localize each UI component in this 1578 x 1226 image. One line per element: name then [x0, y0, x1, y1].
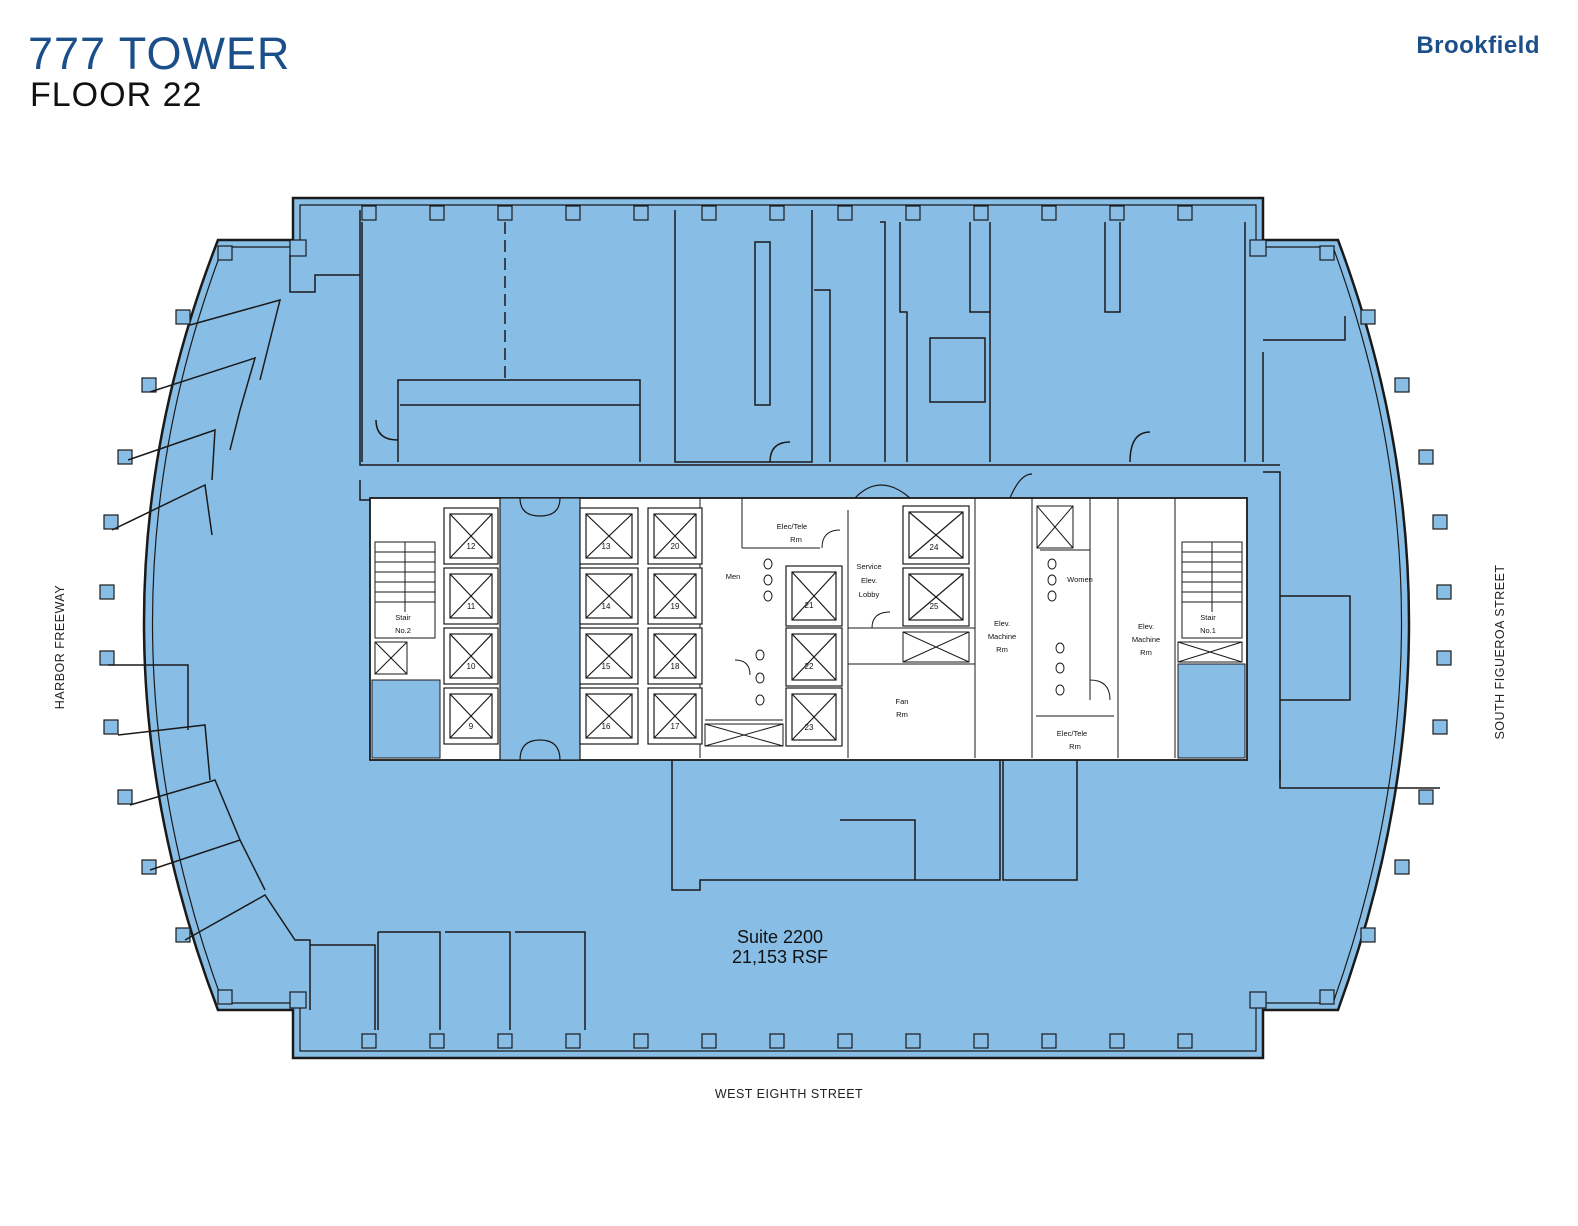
- stair-1-label: Stair: [1200, 613, 1216, 622]
- elevator-20: [647, 507, 703, 565]
- elevator-14: [579, 567, 639, 625]
- elevator-label: 21: [805, 601, 814, 610]
- page-title: 777 TOWER: [28, 28, 291, 79]
- street-label-east: SOUTH FIGUEROA STREET: [1493, 564, 1507, 740]
- elevator-label: 10: [467, 662, 476, 671]
- elec-tele-label: Elec/Tele: [1057, 729, 1087, 738]
- elec-tele-label: Elec/Tele: [777, 522, 807, 531]
- elevator-label: 25: [930, 602, 939, 611]
- elev-machine-label: Machine: [1132, 635, 1160, 644]
- elevator-label: 12: [467, 542, 476, 551]
- elevator-21: [785, 565, 843, 627]
- elevator-label: 20: [671, 542, 680, 551]
- elevator-label: 9: [469, 722, 474, 731]
- brookfield-logo: Brookfield: [1416, 32, 1540, 59]
- elev-machine-label: Rm: [996, 645, 1008, 654]
- elec-tele-label: Rm: [790, 535, 802, 544]
- elevator-24: [902, 505, 970, 565]
- women-label: Women: [1067, 575, 1093, 584]
- elevator-23: [785, 687, 843, 747]
- elev-machine-label: Elev.: [1138, 622, 1154, 631]
- elevator-label: 22: [805, 662, 814, 671]
- stair-2-label: Stair: [395, 613, 411, 622]
- stair-2-label: No.2: [395, 626, 411, 635]
- stair-1-label: No.1: [1200, 626, 1216, 635]
- fan-room-label: Fan: [896, 697, 909, 706]
- elevator-18: [647, 627, 703, 685]
- elevator-22: [785, 627, 843, 687]
- interior-walls: [359, 210, 1346, 466]
- elevator-label: 24: [930, 543, 939, 552]
- elec-tele-label: Rm: [1069, 742, 1081, 751]
- elev-machine-label: Machine: [988, 632, 1016, 641]
- elevator-label: 15: [602, 662, 611, 671]
- elevator-19: [647, 567, 703, 625]
- elevator-10: [443, 627, 499, 685]
- elevator-label: 14: [602, 602, 611, 611]
- elevator-17: [647, 687, 703, 745]
- elevator-9: [443, 687, 499, 745]
- elevator-12: [443, 507, 499, 565]
- elevator-16: [579, 687, 639, 745]
- elev-machine-label: Rm: [1140, 648, 1152, 657]
- elevator-label: 16: [602, 722, 611, 731]
- elevator-label: 13: [602, 542, 611, 551]
- elevators: [443, 505, 970, 747]
- elevator-label: 18: [671, 662, 680, 671]
- elevator-25: [902, 567, 970, 627]
- street-label-west: HARBOR FREEWAY: [53, 584, 67, 710]
- elevator-label: 19: [671, 602, 680, 611]
- men-label: Men: [726, 572, 741, 581]
- service-lobby-label: Elev.: [861, 576, 877, 585]
- service-lobby-label: Lobby: [859, 590, 880, 599]
- elevator-label: 23: [805, 723, 814, 732]
- elevator-13: [579, 507, 639, 565]
- suite-name: Suite 2200: [736, 927, 824, 947]
- suite-area-rsf: 21,153 RSF: [731, 947, 829, 967]
- fan-room-label: Rm: [896, 710, 908, 719]
- floor-subtitle: FLOOR 22: [30, 76, 203, 114]
- street-label-south: WEST EIGHTH STREET: [714, 1087, 864, 1101]
- elevator-label: 17: [671, 722, 680, 731]
- service-lobby-label: Service: [856, 562, 881, 571]
- elevator-label: 11: [467, 602, 476, 611]
- elev-machine-label: Elev.: [994, 619, 1010, 628]
- elevator-15: [579, 627, 639, 685]
- elevator-11: [443, 567, 499, 625]
